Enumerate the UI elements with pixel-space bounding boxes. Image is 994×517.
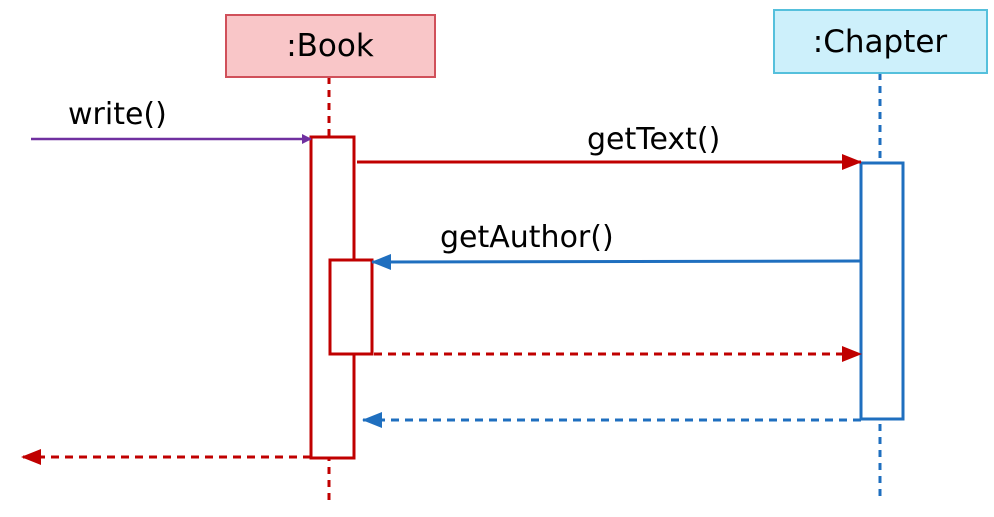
- message-write-label: write(): [68, 97, 167, 132]
- chapter-activation-bar: [859, 161, 905, 421]
- participant-book: :Book: [225, 14, 436, 78]
- message-getauthor-arrow: [371, 253, 862, 270]
- participant-chapter: :Chapter: [773, 9, 988, 74]
- participant-book-label: :Book: [286, 28, 374, 64]
- book-nested-activation-bar: [328, 258, 374, 356]
- participant-chapter-label: :Chapter: [813, 24, 948, 60]
- participant-book-box: [225, 14, 436, 78]
- message-gettext-label: getText(): [587, 122, 720, 157]
- message-getauthor-label: getAuthor(): [440, 220, 614, 255]
- participant-chapter-box: [773, 9, 988, 74]
